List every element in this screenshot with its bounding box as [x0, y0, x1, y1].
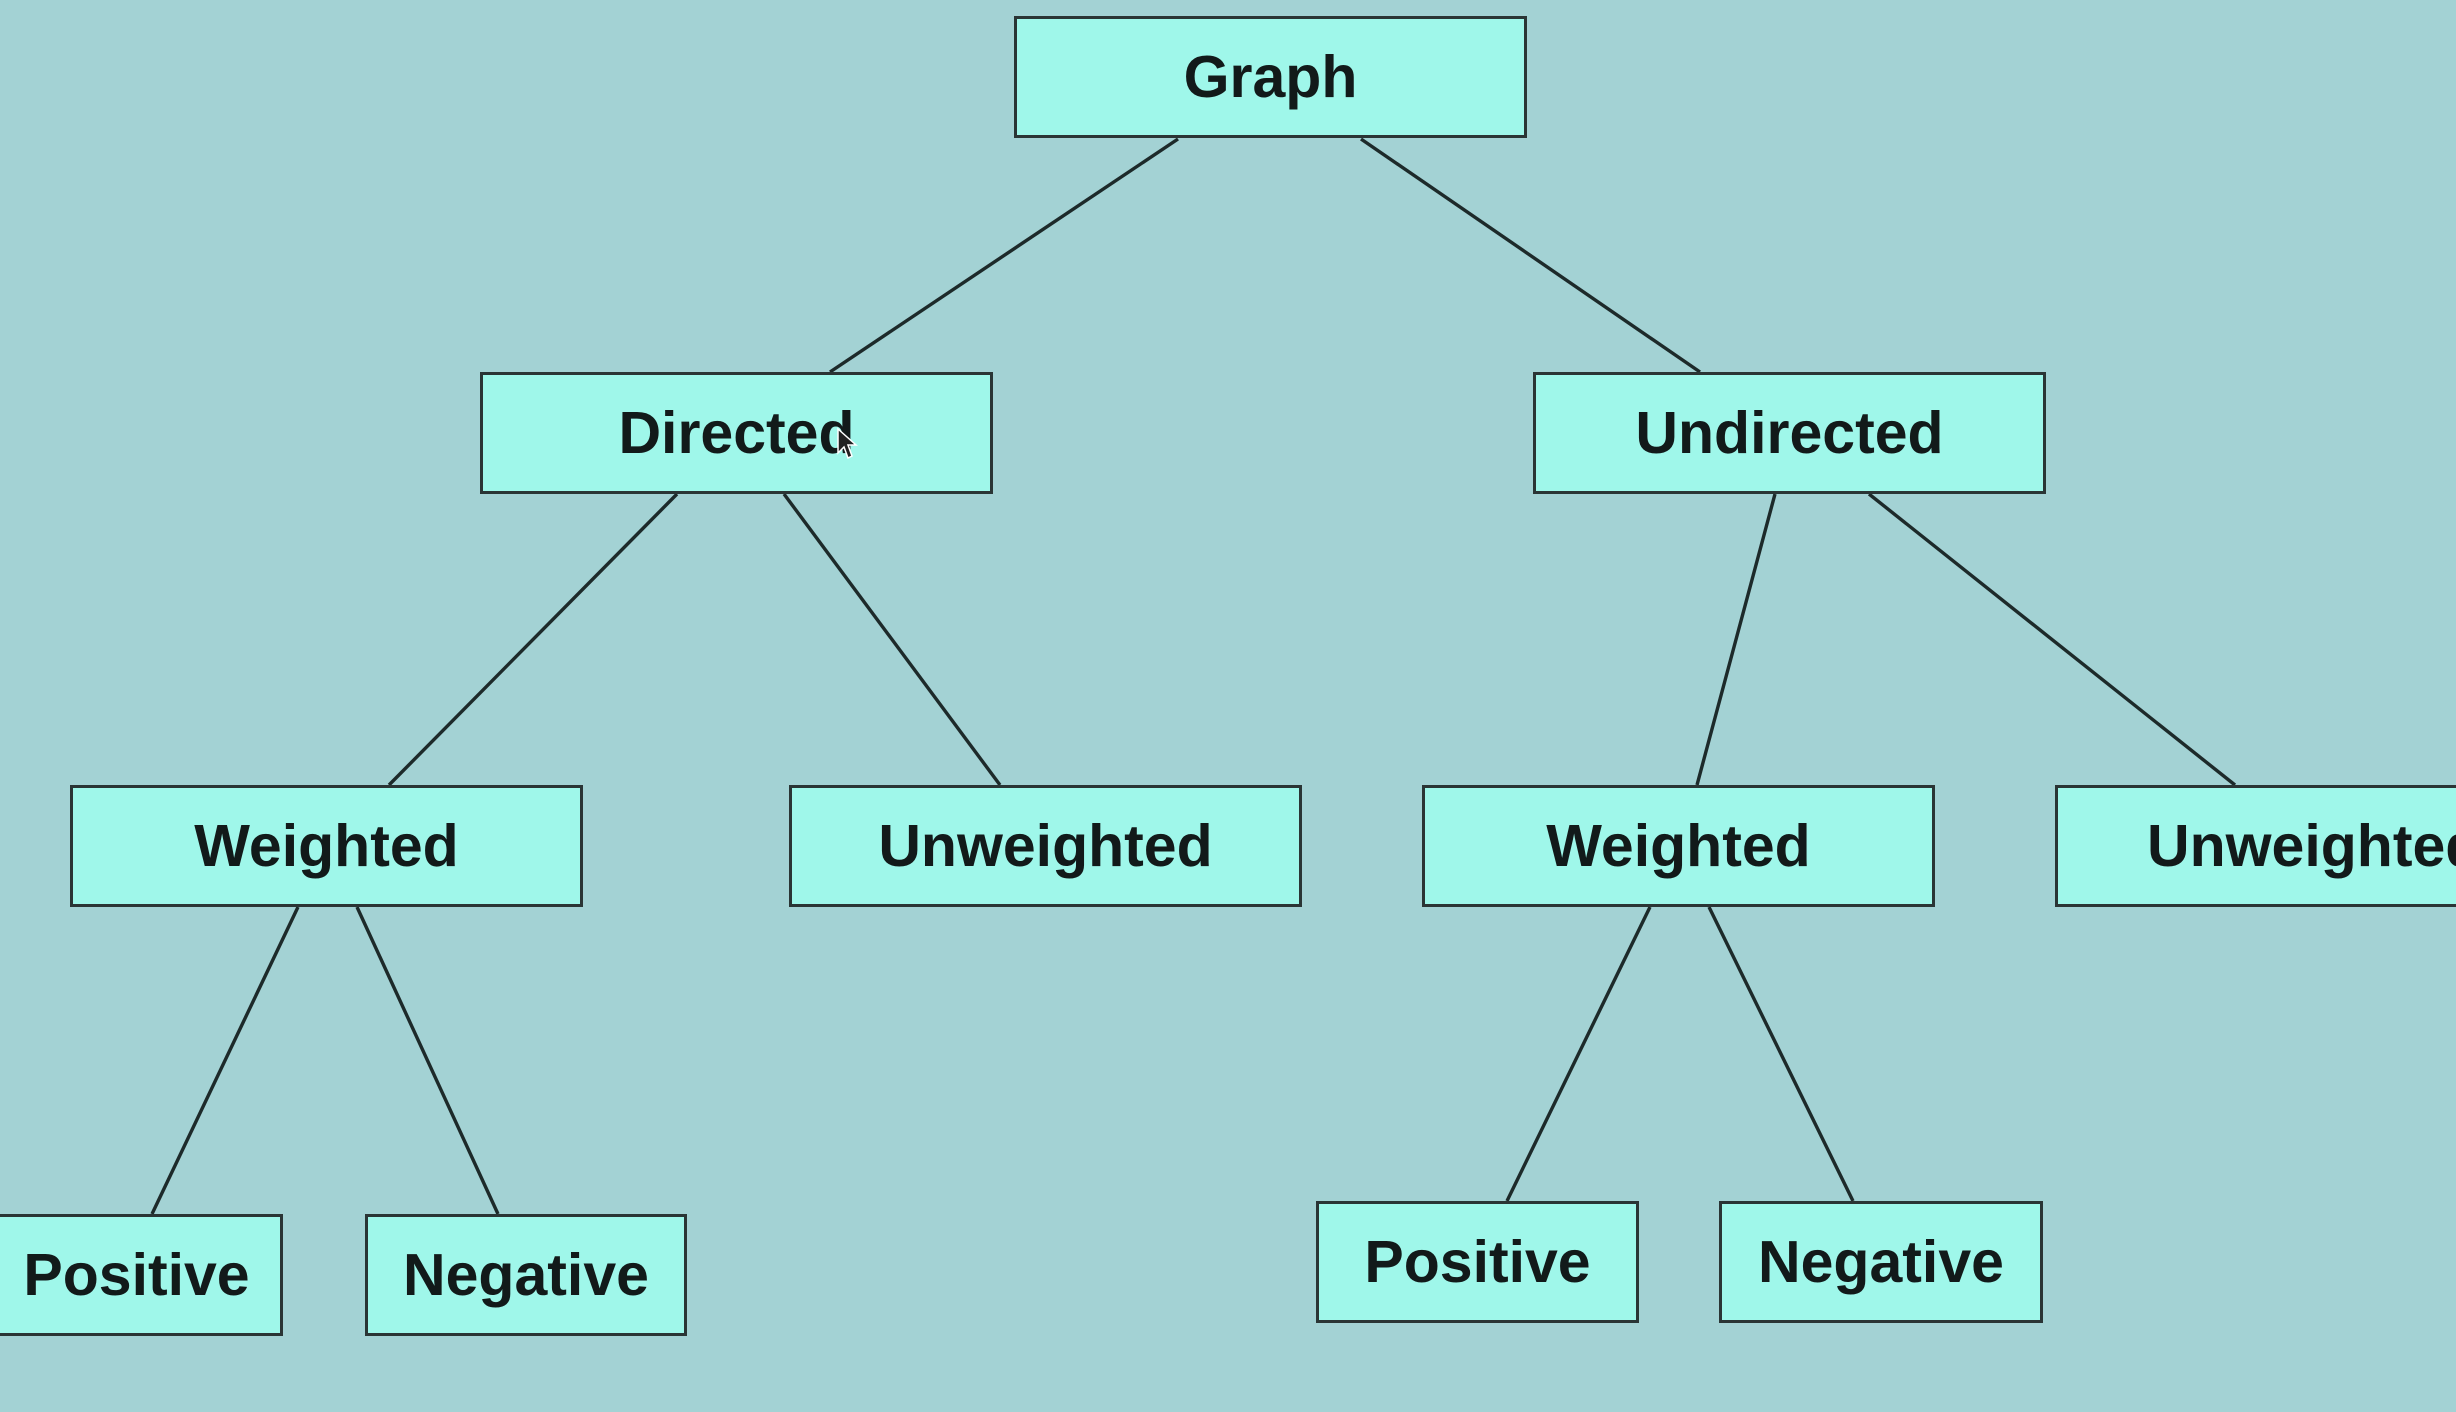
- node-undirected-unweighted: Unweighted: [2055, 785, 2456, 907]
- node-directed-weighted-positive: Positive: [0, 1214, 283, 1336]
- node-directed: Directed: [480, 372, 993, 494]
- node-graph: Graph: [1014, 16, 1527, 138]
- edge-uweighted-negative: [1707, 906, 1855, 1202]
- node-label: Positive: [23, 1242, 250, 1308]
- node-label: Directed: [618, 400, 855, 466]
- node-label: Unweighted: [2147, 813, 2456, 879]
- node-label: Positive: [1364, 1229, 1591, 1295]
- edge-dweighted-negative: [355, 906, 500, 1215]
- edge-graph-undirected: [1360, 137, 1701, 374]
- node-label: Undirected: [1635, 400, 1944, 466]
- edge-dweighted-positive: [150, 906, 300, 1215]
- node-label: Weighted: [1546, 813, 1811, 879]
- mouse-cursor-icon: [837, 427, 858, 460]
- node-label: Negative: [403, 1242, 649, 1308]
- node-undirected-weighted: Weighted: [1422, 785, 1935, 907]
- node-label: Unweighted: [878, 813, 1213, 879]
- edge-graph-directed: [829, 137, 1179, 374]
- node-label: Weighted: [194, 813, 459, 879]
- node-undirected: Undirected: [1533, 372, 2046, 494]
- edge-undirected-unweighted: [1867, 492, 2237, 787]
- node-directed-unweighted: Unweighted: [789, 785, 1302, 907]
- edge-undirected-weighted: [1695, 493, 1777, 786]
- node-label: Graph: [1183, 44, 1358, 110]
- node-undirected-weighted-negative: Negative: [1719, 1201, 2043, 1323]
- edge-directed-unweighted: [782, 492, 1002, 787]
- node-undirected-weighted-positive: Positive: [1316, 1201, 1639, 1323]
- node-directed-weighted-negative: Negative: [365, 1214, 687, 1336]
- node-directed-weighted: Weighted: [70, 785, 583, 907]
- edge-directed-weighted: [387, 492, 679, 787]
- node-label: Negative: [1758, 1229, 2004, 1295]
- edge-uweighted-positive: [1505, 906, 1652, 1202]
